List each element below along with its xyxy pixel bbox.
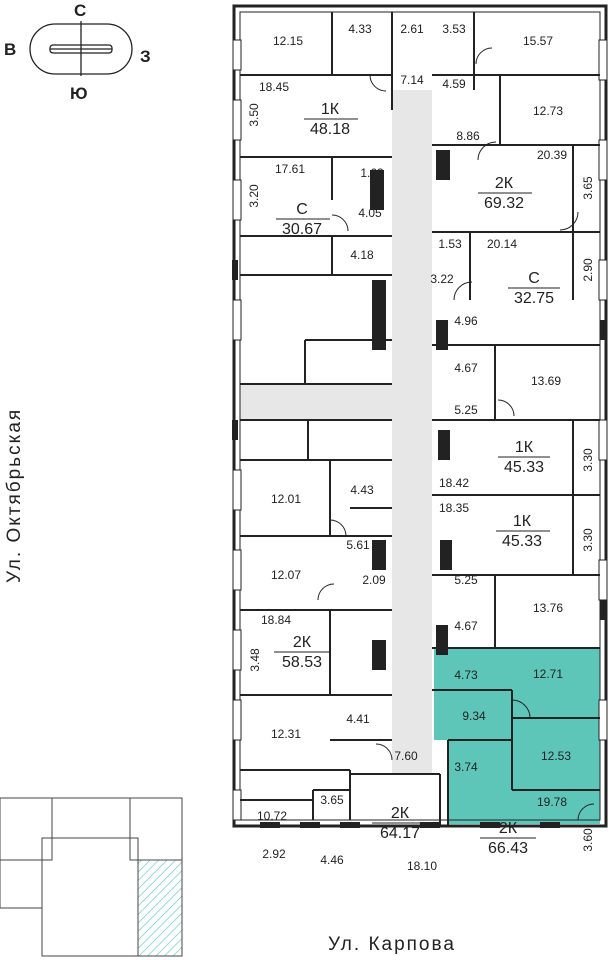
room-area: 4.73 (454, 668, 478, 682)
room-area: 9.34 (462, 709, 486, 723)
room-area: 8.86 (456, 129, 480, 143)
room-area: 4.67 (454, 619, 478, 633)
room-area: 13.76 (533, 601, 563, 615)
apt-type: 2К (499, 820, 518, 837)
apt-type: 2К (495, 175, 514, 192)
highlighted-apartment (434, 648, 600, 824)
room-area: 20.39 (537, 148, 567, 162)
room-area: 13.69 (531, 374, 561, 388)
building (232, 4, 608, 839)
compass-west: В (4, 40, 16, 59)
apt-area: 64.17 (380, 825, 420, 842)
room-area: 4.96 (454, 314, 478, 328)
room-area: 3.48 (248, 648, 262, 672)
room-area: 2.92 (262, 847, 286, 861)
apt-type: С (296, 201, 308, 218)
room-area: 3.53 (442, 22, 466, 36)
room-area: 18.42 (439, 476, 469, 490)
apt-type: 1К (513, 513, 532, 530)
room-area: 12.31 (271, 727, 301, 741)
room-area: 2.61 (400, 22, 424, 36)
room-area: 10.72 (257, 809, 287, 823)
compass-rose: С В З Ю (4, 1, 151, 103)
room-area: 3.60 (581, 828, 595, 852)
apt-area: 48.18 (310, 121, 350, 138)
room-area: 18.35 (439, 501, 469, 515)
room-area: 18.84 (261, 613, 291, 627)
room-labels: 12.15 4.33 2.61 18.45 7.14 3.50 17.61 1.… (247, 22, 595, 873)
apt-area: 32.75 (514, 290, 554, 307)
room-area: 18.45 (259, 80, 289, 94)
room-area: 4.59 (442, 77, 466, 91)
apt-type: 1К (321, 101, 340, 118)
key-plan (0, 797, 183, 957)
room-area: 4.67 (454, 361, 478, 375)
room-area: 7.14 (400, 73, 424, 87)
apt-type: 2К (391, 805, 410, 822)
apt-area: 45.33 (504, 459, 544, 476)
apt-area: 30.67 (282, 221, 322, 238)
room-area: 17.61 (275, 162, 305, 176)
room-area: 4.33 (348, 22, 372, 36)
room-area: 3.65 (581, 176, 595, 200)
key-plan-highlight (137, 859, 183, 957)
room-area: 12.01 (271, 492, 301, 506)
room-area: 2.90 (581, 258, 595, 282)
apt-type: 1К (515, 439, 534, 456)
apt-area: 69.32 (484, 195, 524, 212)
room-area: 3.30 (581, 448, 595, 472)
room-area: 1.63 (360, 166, 384, 180)
room-area: 7.60 (394, 749, 418, 763)
room-area: 12.07 (271, 568, 301, 582)
room-area: 3.30 (581, 528, 595, 552)
room-area: 15.57 (523, 34, 553, 48)
room-area: 3.74 (454, 760, 478, 774)
room-area: 4.41 (346, 712, 370, 726)
apt-type: С (528, 270, 540, 287)
room-area: 4.46 (320, 853, 344, 867)
room-area: 12.53 (541, 749, 571, 763)
compass-north: С (74, 1, 86, 20)
room-area: 20.14 (487, 237, 517, 251)
room-area: 3.22 (430, 272, 454, 286)
room-area: 12.15 (273, 34, 303, 48)
room-area: 2.09 (362, 573, 386, 587)
room-area: 4.05 (358, 206, 382, 220)
room-area: 19.78 (537, 795, 567, 809)
street-bottom-label: Ул. Карпова (328, 934, 456, 955)
room-area: 3.20 (247, 184, 261, 208)
apt-area: 66.43 (488, 840, 528, 857)
apt-area: 58.53 (282, 654, 322, 671)
room-area: 12.73 (533, 104, 563, 118)
room-area: 5.61 (346, 538, 370, 552)
room-area: 3.65 (320, 793, 344, 807)
corridor (240, 90, 432, 774)
room-area: 4.43 (350, 483, 374, 497)
room-area: 4.18 (350, 248, 374, 262)
room-area: 5.25 (454, 403, 478, 417)
room-area: 18.10 (407, 859, 437, 873)
room-area: 3.50 (247, 103, 261, 127)
apt-type: 2К (293, 634, 312, 651)
room-area: 12.71 (533, 667, 563, 681)
room-area: 1.53 (438, 237, 462, 251)
compass-east: З (140, 47, 151, 66)
apartment-labels: 1К 48.18 С 30.67 2К 69.32 С 32.75 1К 45.… (282, 101, 554, 857)
compass-south: Ю (70, 84, 88, 103)
apt-area: 45.33 (502, 533, 542, 550)
room-area: 5.25 (454, 573, 478, 587)
street-left-label: Ул. Октябрьская (4, 408, 25, 583)
